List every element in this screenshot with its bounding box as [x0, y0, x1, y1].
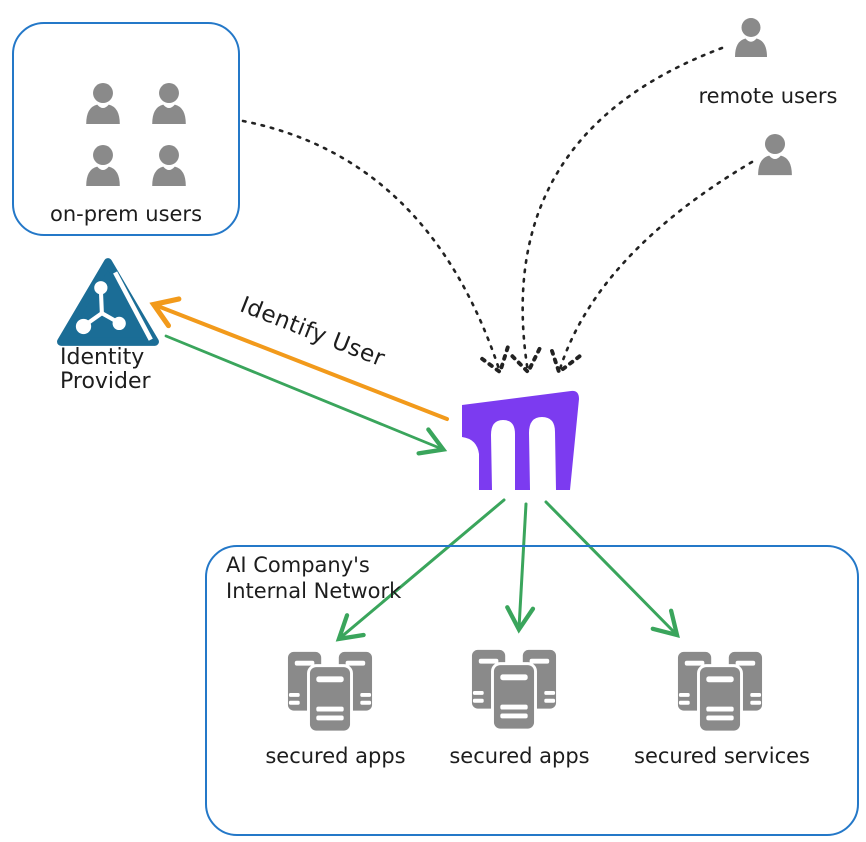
idp-response-arrow [164, 334, 448, 456]
dotted-connector-onprem-to-gateway [241, 119, 500, 372]
secured-services-label: secured services [634, 744, 810, 768]
user-icon [758, 133, 792, 176]
on-prem-users-icons [84, 82, 188, 186]
user-icon [152, 145, 186, 186]
server-stack-icon [676, 650, 764, 734]
internal-network-box [205, 545, 859, 836]
user-icon [152, 83, 186, 124]
aqueduct-gateway-icon [462, 390, 579, 490]
user-icon [735, 18, 767, 57]
on-prem-users-label: on-prem users [49, 202, 203, 226]
identity-provider-label: Identity Provider [60, 345, 151, 394]
internal-network-label: AI Company's Internal Network [226, 553, 402, 603]
user-icon [86, 83, 120, 124]
dotted-connector-remote2-to-gateway [559, 160, 754, 372]
server-stack-icon [286, 650, 374, 734]
secured-apps-1-label: secured apps [265, 744, 406, 768]
server-stack-icon [470, 648, 558, 732]
on-prem-users-box: on-prem users [12, 22, 240, 236]
secured-apps-2-label: secured apps [449, 744, 590, 768]
identity-provider-icon [57, 258, 159, 346]
identify-user-label: Identify User [236, 292, 389, 373]
user-icon [86, 145, 120, 186]
remote-users-label: remote users [698, 84, 838, 108]
